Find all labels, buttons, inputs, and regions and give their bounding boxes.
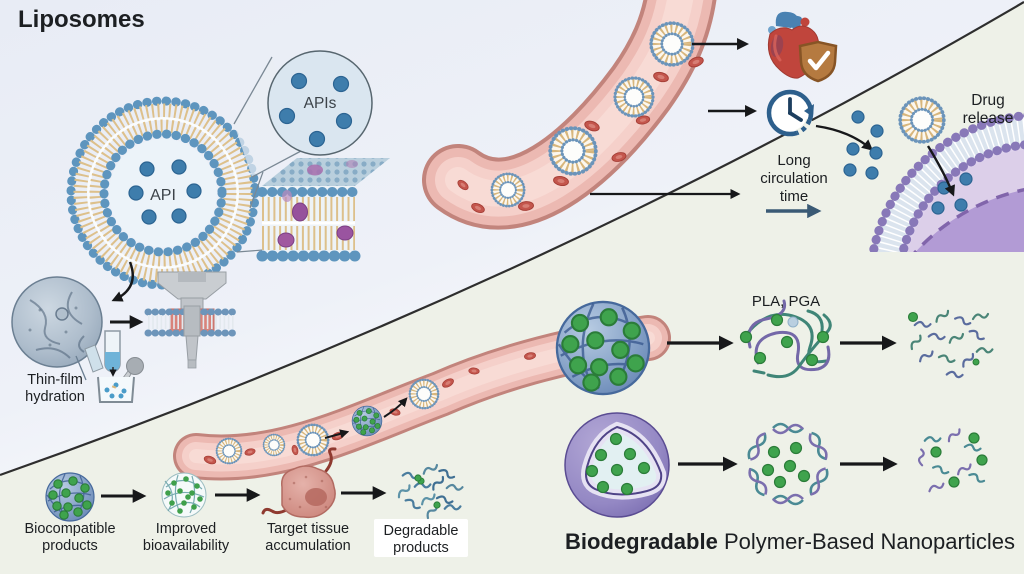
apis-zoom-label: APIs bbox=[303, 95, 337, 112]
arrow-to-preparation bbox=[111, 261, 134, 302]
blood-vessel-top bbox=[422, 0, 717, 230]
bioavailability-nanoparticle-icon bbox=[161, 472, 207, 518]
api-dots bbox=[128, 159, 202, 225]
biodegradable-title: Biodegradable Polymer-Based Nanoparticle… bbox=[565, 529, 1015, 554]
extruder-icon bbox=[144, 271, 240, 369]
check-icon bbox=[807, 50, 831, 71]
protection-shield-icon bbox=[798, 40, 838, 83]
biocompatible-nanoparticle-icon bbox=[46, 473, 94, 521]
beaker-icon bbox=[97, 376, 135, 403]
drug-release-label: Drug release bbox=[962, 92, 1014, 127]
liposomes-title: Liposomes bbox=[18, 6, 145, 33]
polymer-fragments-1 bbox=[907, 309, 994, 381]
pla-pga-label: PLA, PGA bbox=[751, 293, 821, 310]
heart-shield-icon bbox=[767, 11, 838, 83]
apis-zoom-callout bbox=[233, 50, 373, 178]
step-label-bioavailability: Improved bioavailability bbox=[142, 521, 230, 554]
polymer-nanocapsule bbox=[564, 412, 670, 518]
degrading-shell-chains bbox=[744, 422, 832, 506]
long-circulation-label: Long circulation time bbox=[760, 152, 828, 205]
dropper-bulb-icon bbox=[126, 357, 144, 375]
polymer-nanoparticle-in-vessel bbox=[352, 406, 382, 436]
clock-icon bbox=[766, 89, 814, 137]
diagonal-divider-line bbox=[0, 1, 1024, 477]
target-tissue-icon bbox=[261, 447, 337, 519]
membrane-proteins bbox=[277, 190, 354, 248]
polymer-fragments-2 bbox=[916, 428, 988, 493]
polymer-chain-tangle bbox=[739, 299, 832, 379]
step-label-biocompatible: Biocompatible products bbox=[24, 521, 116, 554]
arrow-clock-to-release bbox=[815, 124, 874, 151]
pipette-icon bbox=[84, 344, 104, 373]
releasing-liposome bbox=[900, 98, 945, 143]
step-label-target-tissue: Target tissue accumulation bbox=[265, 521, 351, 554]
tem-micrograph-icon bbox=[11, 276, 103, 381]
liposome-cross-section bbox=[66, 96, 260, 290]
step-label-degradable: Degradable products bbox=[383, 523, 459, 556]
api-core-label: API bbox=[150, 187, 176, 204]
degradable-fragments-icon bbox=[395, 463, 464, 520]
degradable-label-box bbox=[374, 519, 468, 557]
arrow-into-cell bbox=[926, 145, 955, 197]
polymer-nanoparticle-matrix bbox=[557, 302, 649, 394]
lipid-bilayer-patch bbox=[236, 158, 390, 262]
glassware-icons bbox=[84, 330, 144, 403]
thin-film-hydration-label: Thin-film hydration bbox=[25, 372, 85, 405]
